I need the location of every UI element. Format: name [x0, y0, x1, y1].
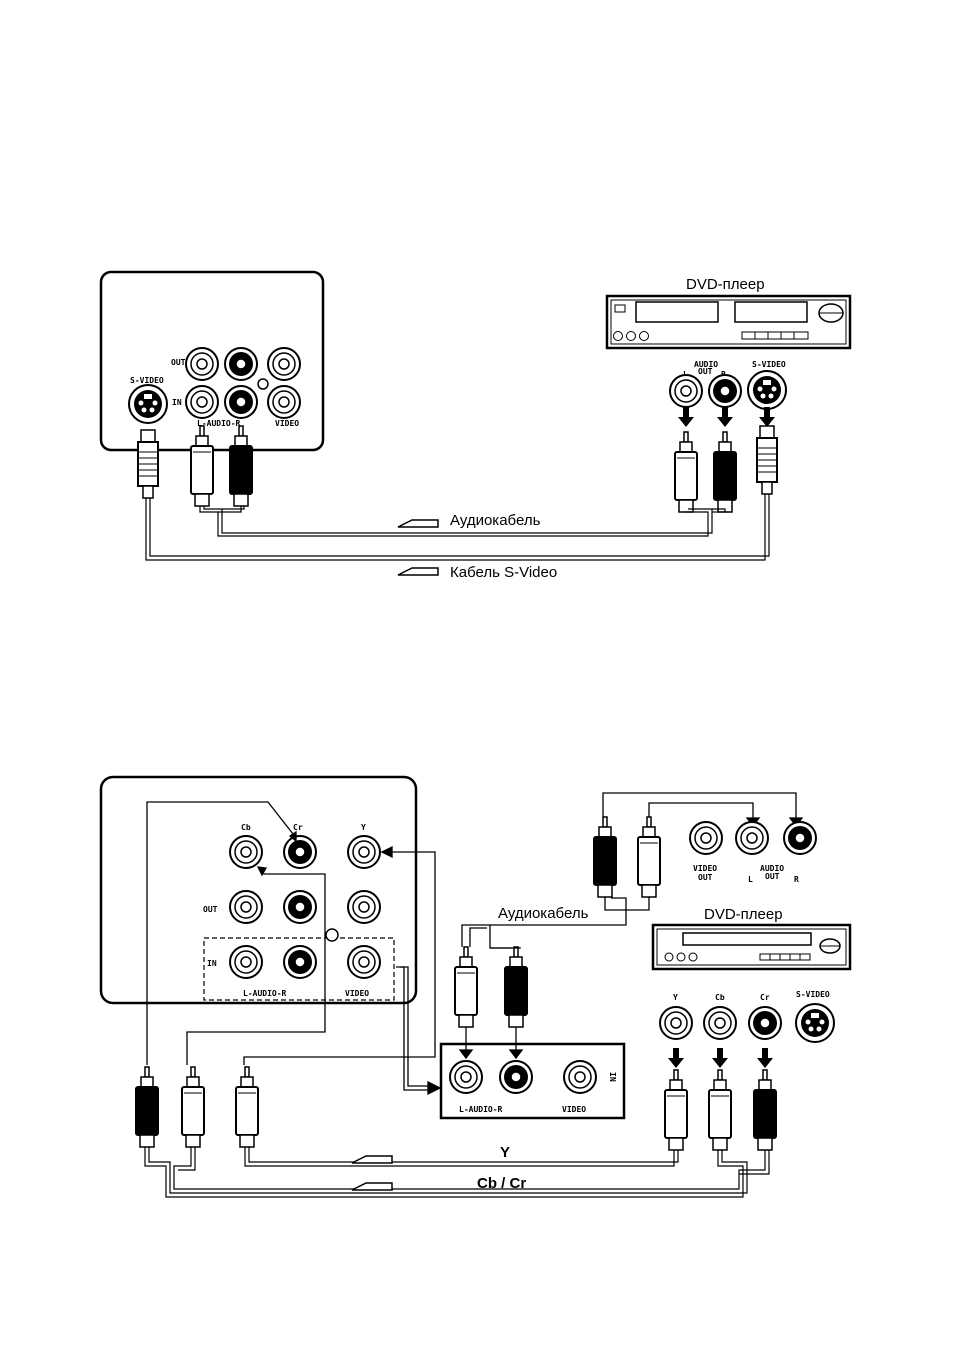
diagram-component-connection: Cb Cr Y OUT IN L-AUDIO-R VIDEO	[101, 777, 850, 1197]
dvd-l-label: L	[748, 875, 753, 884]
dvd-cb-jack[interactable]	[704, 1007, 736, 1039]
dvd-audio-r-plug	[714, 432, 736, 512]
dvd-audio-r-jack[interactable]	[784, 822, 816, 854]
dvd-title: DVD-плеер	[704, 906, 783, 923]
receiver-audio-l-jack[interactable]	[450, 1061, 482, 1093]
tv-in-audio-l-jack[interactable]	[230, 946, 262, 978]
tv-in-audio-r-jack[interactable]	[284, 946, 316, 978]
tv-in-audio-r-jack[interactable]	[225, 386, 257, 418]
dvd-audio-l-jack[interactable]	[736, 822, 768, 854]
arrow-down-icon	[678, 407, 694, 427]
tv-out-label: OUT	[203, 905, 218, 914]
tv-cr-label: Cr	[293, 823, 303, 832]
arrow-down-icon	[759, 407, 775, 427]
tv-out-audio-l-jack[interactable]	[186, 348, 218, 380]
receiver-audio-label: L-AUDIO-R	[459, 1105, 503, 1114]
receiver-in-label: IN	[608, 1072, 617, 1082]
dvd-cr-jack[interactable]	[749, 1007, 781, 1039]
dvd-video-out-label-2: OUT	[698, 873, 713, 882]
dvd-cb-label: Cb	[715, 993, 725, 1002]
y-cable	[245, 1147, 678, 1166]
tv-cr-jack[interactable]	[284, 836, 316, 868]
tv-out-audio-r-jack[interactable]	[225, 348, 257, 380]
arrow-left-icon	[398, 520, 438, 527]
dvd-cr-label: Cr	[760, 993, 770, 1002]
tv-cb-plug	[182, 1067, 204, 1147]
arrow-down-icon	[757, 1048, 773, 1068]
dvd-audio-l-plug	[675, 432, 697, 512]
tv-video-label: VIDEO	[275, 419, 299, 428]
receiver-audio-r-plug	[505, 947, 527, 1027]
arrow-left-icon	[352, 1156, 392, 1163]
dvd-video-out-jack[interactable]	[690, 822, 722, 854]
dvd-audio-r-jack[interactable]	[709, 375, 741, 407]
dvd-out-label: OUT	[698, 367, 713, 376]
tv-in-label: IN	[172, 398, 182, 407]
dvd-cb-plug	[709, 1070, 731, 1150]
tv-cb-label: Cb	[241, 823, 251, 832]
tv-y-label: Y	[361, 823, 366, 832]
tv-cr-plug	[136, 1067, 158, 1147]
cbcr-cable-label: Cb / Cr	[477, 1175, 526, 1192]
dvd-svideo-plug	[757, 426, 777, 494]
dvd-audio-l-plug	[638, 817, 660, 897]
tv-out-video-jack[interactable]	[348, 891, 380, 923]
tv-out-label: OUT	[171, 358, 186, 367]
diagram-svideo-connection: OUT IN S-VIDEO L-AUDIO-R VIDEO DVD-плеер	[101, 272, 850, 581]
svideo-cable-label: Кабель S-Video	[450, 564, 557, 581]
tv-y-jack[interactable]	[348, 836, 380, 868]
dvd-svideo-jack[interactable]	[796, 1004, 834, 1042]
dvd-video-out-label-1: VIDEO	[693, 864, 717, 873]
dvd-svideo-jack[interactable]	[748, 371, 786, 409]
dvd-title: DVD-плеер	[686, 276, 765, 293]
tv-in-audio-l-jack[interactable]	[186, 386, 218, 418]
arrow-left-icon	[398, 568, 438, 575]
tv-svideo-jack[interactable]	[129, 385, 167, 423]
dvd-out-label: OUT	[765, 872, 780, 881]
tv-panel-screw	[326, 929, 338, 941]
arrow-left-icon	[352, 1183, 392, 1190]
cbcr-cable	[145, 1147, 769, 1197]
audio-cable-label: Аудиокабель	[498, 905, 589, 922]
tv-panel-screw	[258, 379, 268, 389]
tv-svideo-plug	[138, 430, 158, 498]
dvd-y-label: Y	[673, 993, 678, 1002]
receiver-video-label: VIDEO	[562, 1105, 586, 1114]
tv-in-video-jack[interactable]	[268, 386, 300, 418]
tv-in-label: IN	[207, 959, 217, 968]
tv-cb-jack[interactable]	[230, 836, 262, 868]
audio-cable-label: Аудиокабель	[450, 512, 541, 529]
arrow-down-icon	[712, 1048, 728, 1068]
dvd-cr-plug	[754, 1070, 776, 1150]
dvd-r-label: R	[794, 875, 799, 884]
tv-in-video-jack[interactable]	[348, 946, 380, 978]
y-cable-label: Y	[500, 1144, 510, 1161]
dvd-y-jack[interactable]	[660, 1007, 692, 1039]
receiver-audio-r-jack[interactable]	[500, 1061, 532, 1093]
arrow-down-icon	[668, 1048, 684, 1068]
arrow-down-icon	[717, 407, 733, 427]
tv-y-plug	[236, 1067, 258, 1147]
receiver-audio-l-plug	[455, 947, 477, 1027]
dvd-audio-l-jack[interactable]	[670, 375, 702, 407]
dvd-y-plug	[665, 1070, 687, 1150]
tv-svideo-label: S-VIDEO	[130, 376, 164, 385]
tv-out-audio-r-jack[interactable]	[284, 891, 316, 923]
tv-audio-label: L-AUDIO-R	[243, 989, 287, 998]
receiver-video-jack[interactable]	[564, 1061, 596, 1093]
tv-out-video-jack[interactable]	[268, 348, 300, 380]
dvd-svideo-label: S-VIDEO	[796, 990, 830, 999]
dvd-svideo-label: S-VIDEO	[752, 360, 786, 369]
tv-out-audio-l-jack[interactable]	[230, 891, 262, 923]
tv-video-label: VIDEO	[345, 989, 369, 998]
dvd-audio-r-plug	[594, 817, 616, 897]
